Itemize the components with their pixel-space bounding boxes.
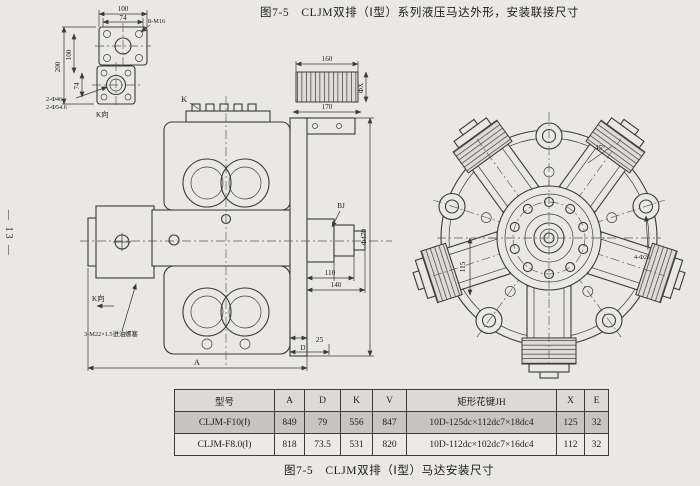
radial-cylinder [412,231,511,304]
cell-spline: 10D-125dc×112dc7×18dc4 [406,411,557,434]
mounting-flange [289,117,308,357]
figure-bottom-caption: 图7-5 CLJM双排（Ⅰ型）马达安装尺寸 [284,465,495,477]
table-row: CLJM-F8.0(Ⅰ) 818 73.5 531 820 10D-112dc×… [174,433,609,456]
cell-x: 112 [556,433,585,456]
cell-model: CLJM-F8.0(Ⅰ) [174,433,275,456]
upper-cylinder-head [182,158,232,208]
figure-top-caption: 图7-5 CLJM双排（Ⅰ型）系列液压马达外形，安装联接尺寸 [260,7,580,19]
flange-dim-74-left: 74 [73,82,81,90]
col-header-model: 型号 [174,389,275,412]
center-hub [489,178,609,298]
col-header-x: X [556,389,585,412]
cell-model: CLJM-F10(Ⅰ) [174,411,275,434]
side-view: K BJ Φ470 110 140 25 D A K向 3-M22×1.5进油螺… [80,95,392,371]
spline-dim-170: 170 [322,103,333,111]
flange-dim-100-left: 100 [65,49,73,60]
oil-plug-label: 3-M22×1.5进油螺塞 [84,329,138,338]
table-header-row: 型号 A D K V 矩形花键JH X E [174,389,609,412]
side-view-direction-label: K向 [92,294,104,303]
col-header-e: E [584,389,609,412]
table-row: CLJM-F10(Ⅰ) 849 79 556 847 10D-125dc×112… [174,411,609,434]
side-bj-label: BJ [337,202,345,210]
shaft-end [353,230,366,251]
side-dia-470: Φ470 [360,229,368,245]
front-dimensions [467,145,649,296]
spline-section [295,71,359,103]
front-angle-45: 45° [595,144,605,152]
flange-dimensions [61,10,151,105]
side-dim-d: D [300,344,305,352]
top-cap [185,110,271,123]
flange-hole-spec-1: 2-Φ46 [46,96,62,103]
cell-d: 79 [304,411,341,434]
cell-e: 32 [584,411,609,434]
flange-view: 100 74 8-M16 200 100 74 2-Φ46 2-Φ54.6 K向 [46,5,165,119]
col-header-d: D [304,389,341,412]
front-dim-115: 115 [459,261,467,272]
page-number: — 13 — [3,210,14,257]
upper-center-hole [114,37,132,55]
cell-e: 32 [584,433,609,456]
lower-center-hole [105,74,127,96]
col-header-k: K [340,389,373,412]
cell-k: 556 [340,411,373,434]
cell-a: 818 [274,433,305,456]
spline-dim-160: 160 [322,55,333,63]
side-dim-140: 140 [331,281,342,289]
flange-hole-spec-2: 2-Φ54.6 [46,104,67,111]
col-header-a: A [274,389,305,412]
side-dim-a: A [194,358,200,367]
side-dim-110: 110 [325,269,336,277]
flange-view-direction-label: K向 [96,110,108,119]
spline-detail-view: 160 ΦX 170 [292,55,369,135]
radial-cylinder [587,231,686,304]
lower-cylinder-head [220,287,270,337]
flange-dim-74-top: 74 [119,14,127,22]
shaft-step-2 [333,224,355,257]
cell-k: 531 [340,433,373,456]
side-dimensions [87,102,374,371]
cell-a: 849 [274,411,305,434]
dimension-table: 型号 A D K V 矩形花键JH X E CLJM-F10(Ⅰ) 849 79… [174,389,609,456]
spline-dia-x: ΦX [357,82,365,93]
front-hole-spec: 4-Φ26 [634,254,650,261]
cell-v: 820 [372,433,407,456]
flange-dim-200: 200 [54,61,62,72]
upper-cylinder-head [220,158,270,208]
shaft-step-1 [306,218,335,263]
col-header-spline: 矩形花键JH [406,389,557,412]
cell-d: 73.5 [304,433,341,456]
lower-cylinder-head [182,287,232,337]
cell-x: 125 [556,411,585,434]
col-header-v: V [372,389,407,412]
front-view: 115 4-Φ26 45° [412,112,686,379]
cell-spline: 10D-112dc×102dc7×16dc4 [406,433,557,456]
side-dim-25: 25 [316,336,324,344]
flange-dim-100-top: 100 [118,5,129,13]
side-k-label: K [181,95,187,104]
flange-bolt-spec: 8-M16 [148,18,165,25]
cell-v: 847 [372,411,407,434]
engineering-drawing: 100 74 8-M16 200 100 74 2-Φ46 2-Φ54.6 K向… [46,5,686,379]
